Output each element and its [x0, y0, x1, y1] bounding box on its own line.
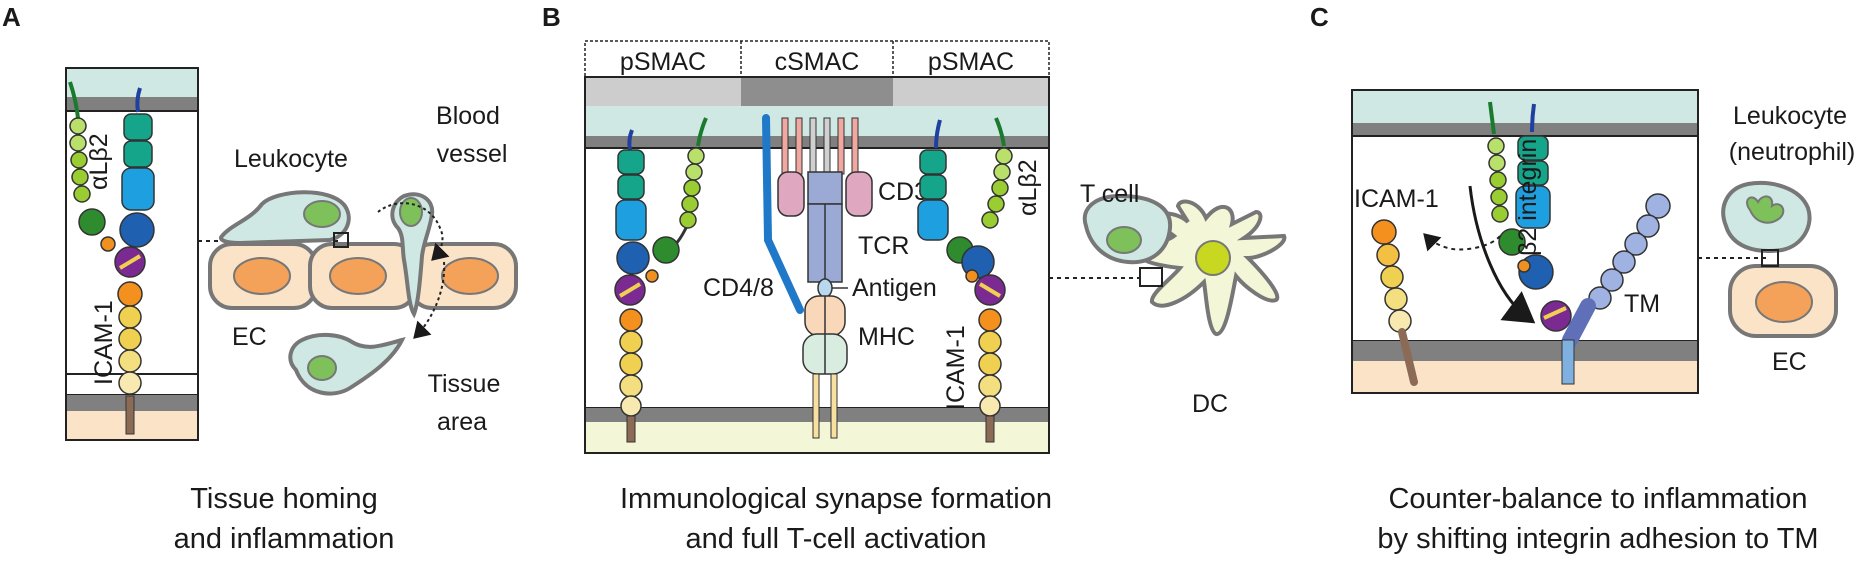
panel-b-icam-label: ICAM-1: [942, 325, 970, 410]
panel-c: C ICAM-1: [1310, 2, 1855, 555]
panel-b-cd3-tcr: [777, 117, 873, 283]
panel-a-caption-line-2: and inflammation: [174, 523, 395, 555]
panel-c-release-arrow: [1423, 233, 1501, 252]
panel-a-alpha-chain: [68, 81, 116, 252]
panel-b-mhc-label: MHC: [858, 323, 915, 351]
panel-a-letter: A: [2, 2, 21, 32]
panel-c-integrin-label: β2 integrin: [1514, 139, 1542, 256]
panel-a-synapse-box: [65, 67, 199, 441]
panel-b-right-integrin: [917, 117, 1013, 443]
panel-a-icam-label: ICAM-1: [90, 300, 118, 385]
panel-a-vessel-label-1: Blood: [436, 102, 500, 130]
panel-b-tcr-label: TCR: [858, 232, 909, 260]
panel-b-zone-psmac-right: pSMAC: [928, 48, 1014, 76]
panel-a-leukocyte-rolling: [219, 190, 351, 246]
panel-b-cd48-molecule: [762, 114, 804, 314]
panel-b-letter: B: [542, 2, 561, 32]
panel-b-caption-line-2: and full T-cell activation: [686, 523, 987, 555]
panel-b-mhc: [802, 295, 848, 439]
panel-b-t-cell: [1082, 193, 1173, 265]
panel-a-tissue-label-1: Tissue: [428, 370, 501, 398]
panel-b-cd48-label: CD4/8: [703, 274, 774, 302]
panel-b-zoom-box: [1139, 267, 1163, 287]
panel-b-integrin-label: αLβ2: [1014, 159, 1042, 216]
panel-c-letter: C: [1310, 2, 1329, 32]
panel-a-migration-arrow-1: [377, 202, 450, 261]
panel-a-leukocyte-label: Leukocyte: [234, 145, 348, 173]
panel-a-migration-arrow-2: [413, 261, 446, 339]
panel-a-leukocyte-transmigrating: [390, 192, 435, 319]
panel-b-dendritic-cell: [1135, 199, 1287, 336]
panel-c-leukocyte-label-2: (neutrophil): [1729, 138, 1855, 166]
panel-a-icam-chain: [117, 281, 143, 435]
panel-b-left-integrin: [614, 117, 708, 443]
panel-a-caption-line-1: Tissue homing: [190, 483, 378, 515]
panel-c-leukocyte-label-1: Leukocyte: [1733, 102, 1847, 130]
panel-a-integrin-label: αLβ2: [85, 133, 113, 190]
panel-b-tcell-label: T cell: [1080, 180, 1139, 208]
panel-c-thrombomodulin: [1561, 193, 1671, 385]
panel-c-integrin: [1487, 101, 1572, 332]
panel-a-ec-label: EC: [232, 323, 267, 351]
panel-c-icam-chain: [1371, 219, 1418, 386]
panel-a-endothelial-cells: [208, 242, 518, 310]
panel-b-zone-psmac-left: pSMAC: [620, 48, 706, 76]
panel-a-vessel-label-2: vessel: [437, 140, 508, 168]
panel-a-tissue-label-2: area: [437, 408, 487, 436]
panel-c-ec-label: EC: [1772, 348, 1807, 376]
panel-c-zoom-box: [1761, 249, 1779, 267]
panel-c-tm-label: TM: [1624, 290, 1660, 318]
panel-c-icam-label: ICAM-1: [1354, 185, 1439, 213]
panel-b-antigen: [817, 278, 833, 298]
panel-b-antigen-label: Antigen: [852, 274, 937, 302]
panel-c-endothelial-cell: [1728, 264, 1838, 338]
panel-b-caption-line-1: Immunological synapse formation: [620, 483, 1052, 515]
panel-a-leukocyte-tissue: [288, 333, 406, 396]
panel-a: A: [2, 2, 518, 555]
panel-b: B pSMAC cSMAC pSMAC: [542, 2, 1287, 555]
panel-b-dc-label: DC: [1192, 390, 1228, 418]
panel-c-caption-line-2: by shifting integrin adhesion to TM: [1377, 523, 1818, 555]
panel-b-zone-csmac: cSMAC: [775, 48, 860, 76]
panel-a-beta-chain: [114, 87, 155, 278]
panel-c-neutrophil: [1721, 181, 1812, 253]
panel-a-zoom-box: [333, 232, 349, 248]
panel-c-shift-arrow: [1468, 185, 1536, 324]
panel-c-caption-line-1: Counter-balance to inflammation: [1388, 483, 1807, 515]
